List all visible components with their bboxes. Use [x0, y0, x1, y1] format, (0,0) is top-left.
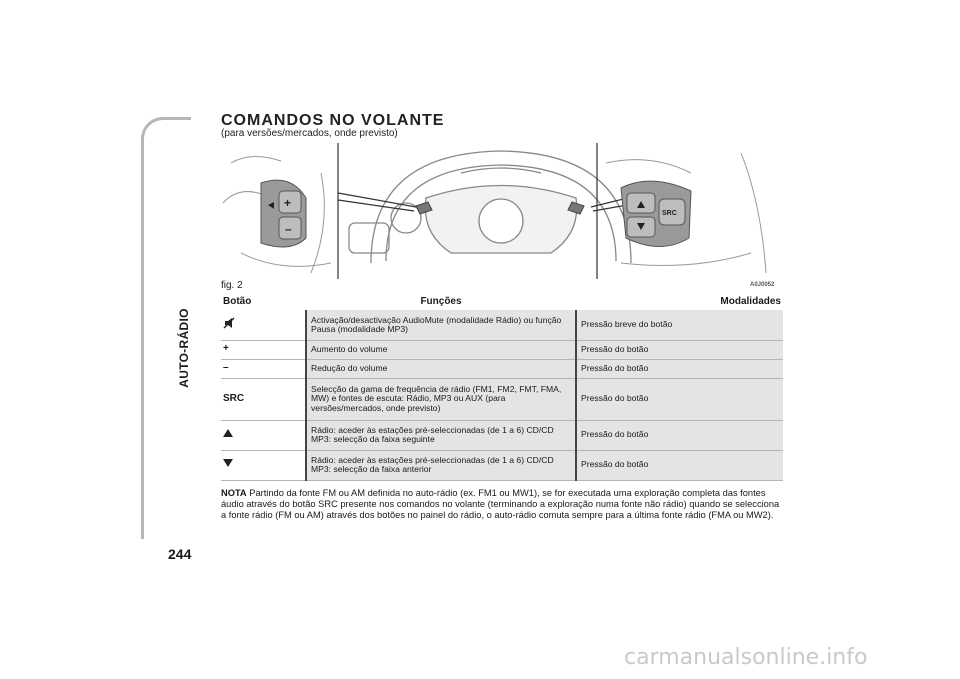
table-row: – Redução do volume Pressão do botão: [221, 359, 783, 379]
figure-label: fig. 2: [221, 280, 243, 291]
row-function: Rádio: aceder às estações pré-selecciona…: [305, 450, 576, 481]
steering-wheel: [348, 150, 632, 264]
figure-code: A0J0052: [750, 282, 775, 288]
header-button: Botão: [223, 296, 252, 308]
src-label: SRC: [662, 210, 677, 217]
page-bracket: [141, 117, 191, 539]
row-mode: Pressão breve do botão: [575, 310, 783, 341]
right-control-pad: SRC: [620, 180, 692, 247]
left-control-pad: + –: [260, 179, 307, 248]
table-row: Activação/desactivação AudioMute (modali…: [221, 310, 783, 341]
page-subtitle: (para versões/mercados, onde previsto): [221, 128, 398, 139]
table-row: Rádio: aceder às estações pré-selecciona…: [221, 450, 783, 481]
row-function: Redução do volume: [305, 359, 576, 379]
row-function: Aumento do volume: [305, 340, 576, 360]
row-function: Selecção da gama de frequência de rádio …: [305, 378, 576, 421]
arrow-up-icon: [223, 429, 233, 438]
section-label: AUTO-RÁDIO: [177, 308, 191, 388]
functions-table: Botão Funções Modalidades Activação/desa…: [221, 296, 783, 481]
row-button: [221, 450, 306, 481]
row-mode: Pressão do botão: [575, 450, 783, 481]
note-text: Partindo da fonte FM ou AM definida no a…: [221, 488, 780, 520]
row-mode: Pressão do botão: [575, 340, 783, 360]
page-number: 244: [168, 546, 192, 562]
row-mode: Pressão do botão: [575, 359, 783, 379]
row-mode: Pressão do botão: [575, 378, 783, 421]
note-paragraph: NOTA Partindo da fonte FM ou AM definida…: [221, 488, 783, 521]
row-mode: Pressão do botão: [575, 420, 783, 451]
row-button-label: +: [221, 340, 306, 360]
row-button-label: SRC: [221, 378, 306, 421]
header-modes: Modalidades: [720, 296, 781, 308]
row-function: Rádio: aceder às estações pré-selecciona…: [305, 420, 576, 451]
row-button: [221, 310, 306, 341]
minus-label: –: [285, 222, 292, 236]
row-button: [221, 420, 306, 451]
row-button-label: –: [221, 359, 306, 379]
table-header-row: Botão Funções Modalidades: [221, 296, 783, 310]
table-row: SRC Selecção da gama de frequência de rá…: [221, 378, 783, 421]
page-title: COMANDOS NO VOLANTE: [221, 112, 445, 129]
plus-label: +: [284, 196, 291, 210]
table-row: + Aumento do volume Pressão do botão: [221, 340, 783, 360]
watermark: carmanualsonline.info: [624, 645, 868, 670]
right-inset: [605, 152, 767, 274]
arrow-down-icon: [223, 459, 233, 468]
steering-wheel-figure: + – SRC: [222, 143, 767, 279]
row-function: Activação/desactivação AudioMute (modali…: [305, 310, 576, 341]
table-row: Rádio: aceder às estações pré-selecciona…: [221, 420, 783, 451]
note-label: NOTA: [221, 488, 247, 498]
mute-icon: [223, 317, 235, 329]
header-functions: Funções: [420, 296, 462, 308]
